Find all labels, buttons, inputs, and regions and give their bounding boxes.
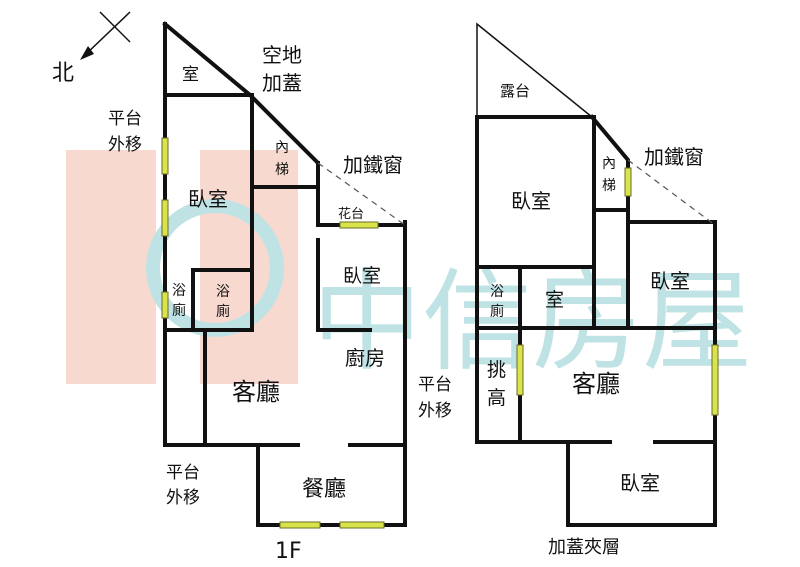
compass: 北: [52, 11, 131, 86]
label-mz-bath-1: 浴: [490, 284, 504, 300]
label-mz-high-2: 高: [487, 387, 506, 409]
window-1f-dining-a: [279, 521, 321, 529]
label-1f-balcony-bottom-2: 外移: [166, 488, 200, 508]
label-1f-kitchen: 廚房: [345, 346, 385, 370]
label-1f-balcony-top-2: 外移: [108, 135, 142, 155]
label-mz-bedroom-main: 臥室: [511, 189, 551, 213]
compass-arrow-head: [80, 46, 94, 60]
label-1f-bath-right-1: 浴: [216, 284, 230, 300]
mezzanine-windows: [516, 167, 719, 416]
label-mz-iron-window: 加鐵窗: [644, 145, 704, 169]
label-mz-room-small: 室: [545, 289, 564, 311]
label-1f-dining: 餐廳: [302, 477, 346, 502]
window-1f-left-b: [161, 199, 169, 237]
window-1f-left-a: [161, 137, 169, 175]
label-1f-stair-1: 內: [275, 140, 289, 156]
label-mz-living: 客廳: [572, 370, 620, 398]
window-1f-planter: [339, 221, 379, 229]
label-1f-bath-left-2: 廁: [172, 302, 186, 319]
label-mz-terrace: 露台: [500, 82, 530, 100]
mezzanine-labels: 露台 內 梯 加鐵窗 臥室 臥室 浴 廁 室 挑 高 客廳 臥室 加蓋夾層: [487, 82, 704, 558]
window-mz-high-ceiling: [516, 344, 524, 396]
label-1f-planter: 花台: [338, 206, 364, 222]
window-1f-dining-b: [339, 521, 385, 529]
label-1f-balcony-right-2: 外移: [418, 401, 452, 421]
iron-window-dash-mz: [627, 159, 716, 226]
north-label: 北: [52, 61, 74, 86]
label-1f-balcony-bottom-1: 平台: [166, 463, 200, 483]
floor-1f-walls: [162, 21, 407, 527]
label-1f-balcony-right-1: 平台: [418, 375, 452, 395]
label-1f-bath-right-2: 廁: [216, 303, 230, 320]
label-1f-open-space-1: 空地: [262, 43, 302, 67]
wall-1f-outer: [163, 22, 407, 527]
label-mz-high-1: 挑: [487, 359, 506, 381]
window-1f-left-c: [161, 291, 169, 319]
label-mz-stair-2: 梯: [602, 178, 616, 194]
label-1f-room-top: 室: [182, 65, 199, 85]
watermark-left-block: [66, 150, 156, 384]
mezzanine-walls: [475, 22, 717, 527]
label-mz-stair-1: 內: [602, 156, 616, 172]
label-mz-floor: 加蓋夾層: [548, 537, 620, 558]
label-1f-bath-left-1: 浴: [172, 283, 186, 299]
label-1f-bedroom-right: 臥室: [343, 265, 381, 287]
wall-mz-outer: [475, 115, 717, 527]
label-mz-bath-2: 廁: [490, 303, 504, 320]
label-1f-floor: 1F: [275, 539, 302, 564]
window-mz-living: [711, 344, 719, 416]
label-1f-balcony-top-1: 平台: [108, 109, 142, 129]
label-mz-bedroom-bottom: 臥室: [620, 471, 660, 495]
terrace-outline: [476, 22, 595, 118]
label-mz-bedroom-right: 臥室: [650, 269, 690, 293]
floor-1f-windows: [161, 137, 385, 529]
floor-1f-labels: 室 空地 加蓋 平台 外移 內 梯 加鐵窗 臥室 花台 臥室 浴 廁 浴 廁 廚…: [108, 43, 452, 564]
label-1f-living: 客廳: [232, 378, 280, 406]
label-1f-iron-window: 加鐵窗: [343, 153, 403, 177]
watermark-logo: 中信房屋: [66, 150, 752, 386]
compass-arrow-shaft: [83, 11, 131, 57]
watermark-text: 中信房屋: [312, 258, 752, 386]
label-1f-open-space-2: 加蓋: [262, 71, 302, 95]
iron-window-dash-1f: [317, 162, 406, 226]
label-1f-bedroom-left: 臥室: [188, 187, 228, 211]
window-mz-stair: [624, 167, 632, 197]
label-1f-stair-2: 梯: [275, 162, 289, 178]
